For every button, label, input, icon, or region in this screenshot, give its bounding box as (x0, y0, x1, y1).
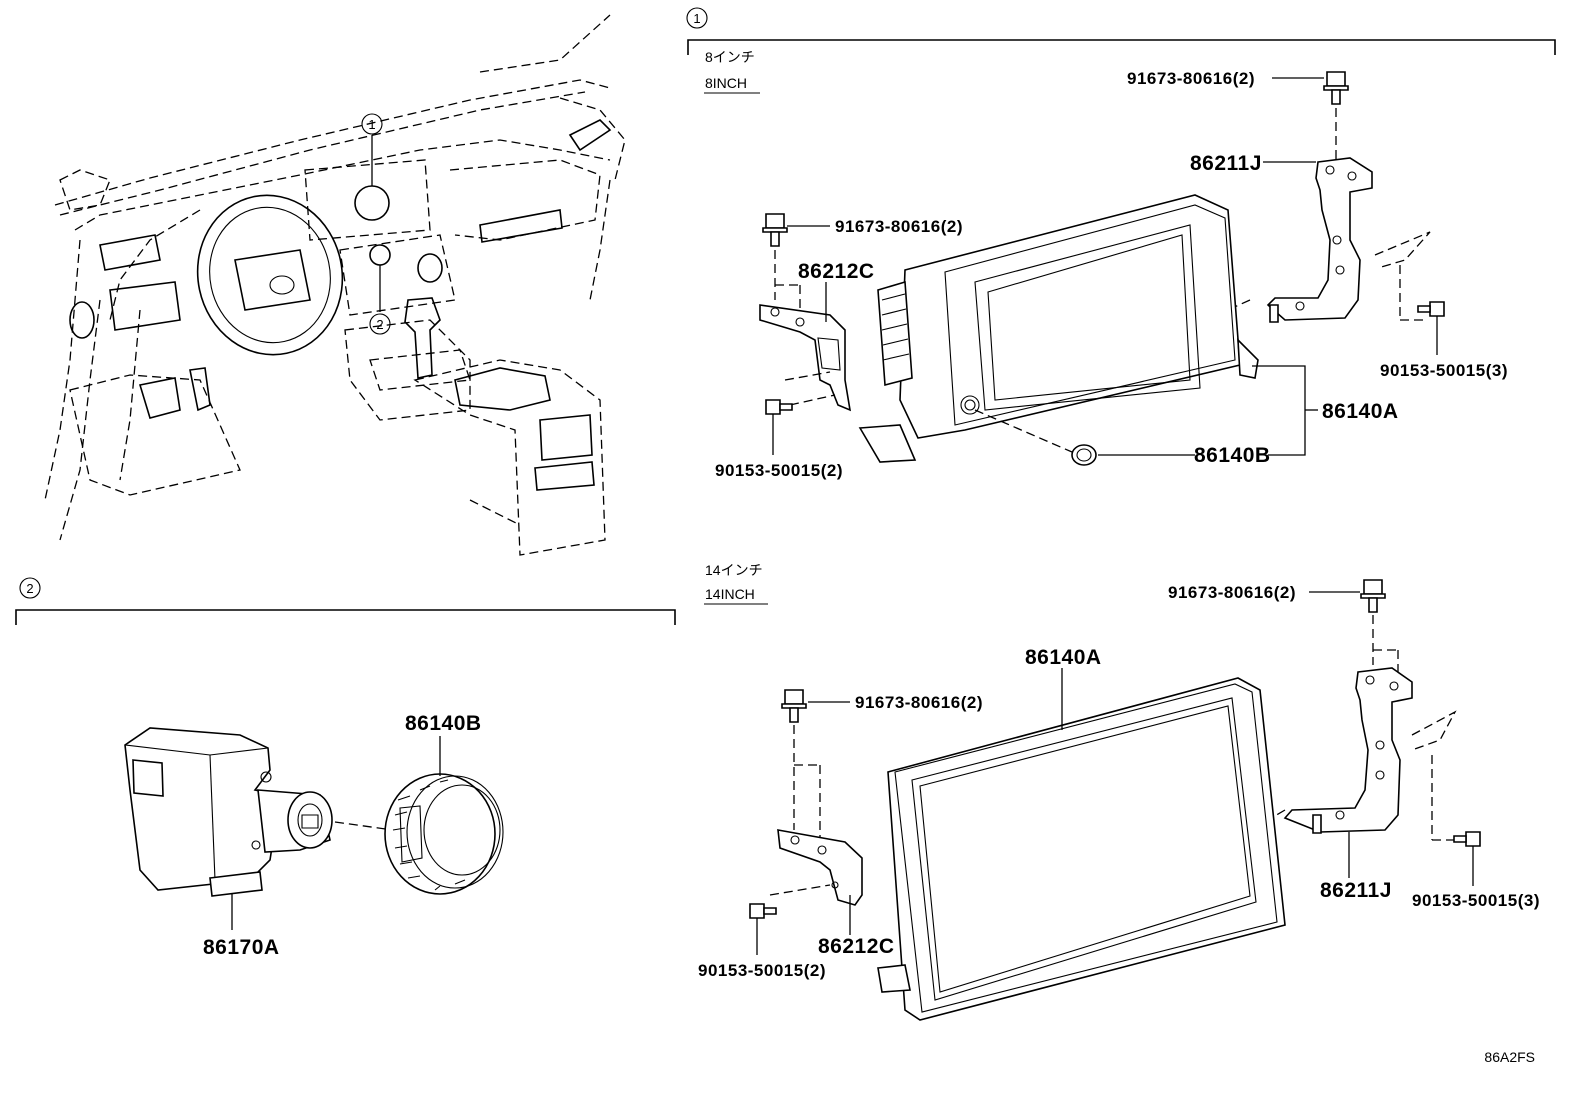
section-1-header: 1 8インチ 8INCH (686, 7, 1556, 94)
size-label-14inch-jp: 14インチ (705, 562, 763, 578)
part-number-screw-left-14: 90153-50015(2) (698, 961, 826, 980)
part-number-controller: 86170A (203, 936, 280, 959)
part-number-bracket-left-14: 86212C (818, 935, 895, 958)
bracket-86212c-14 (777, 829, 863, 906)
part-number-bolt-left: 91673-80616(2) (835, 217, 963, 236)
assembly-14inch: 91673-80616(2) 86140A 91673-80616(2) 862… (698, 579, 1540, 1021)
screw-icon (1453, 831, 1481, 847)
callout-2-marker (369, 313, 391, 335)
part-number-screw-left: 90153-50015(2) (715, 461, 843, 480)
display-unit-8inch (858, 194, 1259, 463)
part-number-knob: 86140B (1194, 444, 1271, 467)
bolt-icon (1360, 579, 1386, 613)
section-1-marker (686, 7, 708, 29)
part-number-screw-right-14: 90153-50015(3) (1412, 891, 1540, 910)
size-label-8inch-en: 8INCH (705, 75, 747, 91)
size-header-14inch: 14インチ 14INCH (704, 562, 768, 605)
part-number-display: 86140A (1322, 400, 1399, 423)
section-2: 2 86140B 86170A (15, 577, 676, 959)
display-unit-14inch (877, 677, 1286, 1021)
part-number-screw-right: 90153-50015(3) (1380, 361, 1508, 380)
screw-icon (765, 399, 793, 415)
part-number-display-14: 86140A (1025, 646, 1102, 669)
section-1-number: 1 (693, 11, 700, 26)
part-number-knob-s2: 86140B (405, 712, 482, 735)
knob-icon-large (384, 773, 504, 895)
size-label-8inch-jp: 8インチ (705, 49, 755, 65)
bolt-icon (762, 213, 788, 247)
callout-2-label: 2 (376, 317, 383, 332)
controller-unit (124, 727, 333, 897)
callout-1-marker (361, 113, 383, 135)
diagram-code: 86A2FS (1484, 1049, 1535, 1065)
section-2-marker (19, 577, 41, 599)
dashboard-overview: 1 2 (44, 14, 626, 556)
part-number-bolt-left-14: 91673-80616(2) (855, 693, 983, 712)
assembly-8inch: 91673-80616(2) 86211J 91673-80616(2) 862… (715, 69, 1508, 480)
screw-icon (1417, 301, 1445, 317)
bolt-icon (781, 689, 807, 723)
bracket-86211j-14 (1283, 667, 1413, 834)
part-number-bolt-top: 91673-80616(2) (1127, 69, 1255, 88)
bracket-86212c (759, 304, 852, 412)
bolt-icon (1323, 71, 1349, 105)
part-number-bracket-left: 86212C (798, 260, 875, 283)
callout-1-label: 1 (368, 117, 375, 132)
size-label-14inch-en: 14INCH (705, 586, 755, 602)
screw-icon (749, 903, 777, 919)
knob-icon (1071, 444, 1097, 466)
part-number-bracket-right-14: 86211J (1320, 879, 1392, 902)
bracket-86211j (1266, 157, 1373, 323)
part-number-bracket-right: 86211J (1190, 152, 1262, 175)
section-2-number: 2 (26, 581, 33, 596)
part-number-bolt-top-14: 91673-80616(2) (1168, 583, 1296, 602)
